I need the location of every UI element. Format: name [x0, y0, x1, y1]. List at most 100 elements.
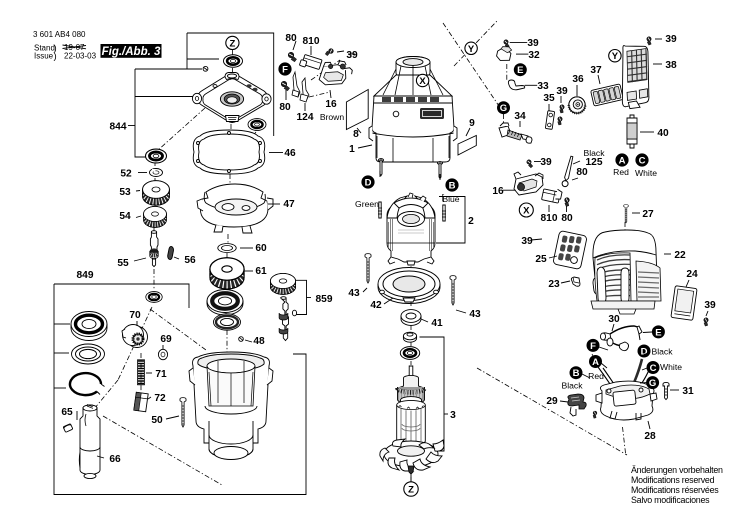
svg-text:16: 16: [492, 186, 504, 197]
svg-text:42: 42: [370, 300, 382, 311]
svg-text:Red: Red: [588, 371, 604, 381]
svg-text:35: 35: [543, 93, 555, 104]
svg-text:9: 9: [469, 118, 475, 129]
svg-text:Green: Green: [355, 199, 379, 209]
svg-text:39: 39: [556, 86, 568, 97]
svg-text:46: 46: [284, 148, 296, 159]
svg-text:28: 28: [644, 431, 656, 442]
svg-text:41: 41: [431, 318, 443, 329]
svg-text:39: 39: [346, 50, 358, 61]
svg-text:39: 39: [527, 38, 539, 49]
svg-text:D: D: [365, 178, 372, 189]
svg-text:56: 56: [184, 255, 196, 266]
svg-text:Z: Z: [408, 485, 414, 496]
svg-text:19-07: 19-07: [64, 43, 85, 52]
svg-text:C: C: [650, 363, 657, 374]
svg-text:16: 16: [325, 99, 337, 110]
svg-text:22-03-03: 22-03-03: [64, 52, 97, 61]
svg-text:27: 27: [642, 209, 654, 220]
svg-text:25: 25: [535, 254, 547, 265]
svg-text:810: 810: [303, 36, 320, 47]
svg-text:71: 71: [155, 369, 167, 380]
svg-text:849: 849: [77, 270, 94, 281]
svg-text:G: G: [649, 378, 656, 389]
svg-text:Y: Y: [612, 51, 619, 62]
svg-text:55: 55: [117, 258, 129, 269]
svg-text:Red: Red: [613, 167, 629, 177]
svg-text:40: 40: [657, 128, 669, 139]
svg-text:47: 47: [283, 199, 295, 210]
svg-text:43: 43: [348, 288, 360, 299]
svg-text:White: White: [635, 168, 657, 178]
svg-text:65: 65: [61, 407, 73, 418]
svg-text:3 601 AB4 080: 3 601 AB4 080: [33, 30, 86, 39]
svg-text:Brown: Brown: [320, 112, 345, 122]
svg-text:125: 125: [586, 157, 603, 168]
svg-text:33: 33: [537, 81, 549, 92]
svg-text:80: 80: [279, 102, 291, 113]
svg-text:70: 70: [129, 310, 141, 321]
svg-text:Salvo modificaciones: Salvo modificaciones: [631, 495, 710, 505]
svg-text:1: 1: [349, 144, 355, 155]
svg-text:30: 30: [608, 314, 620, 325]
svg-text:23: 23: [548, 279, 560, 290]
svg-text:Blue: Blue: [442, 194, 459, 204]
svg-text:Fig./Abb. 3: Fig./Abb. 3: [102, 46, 161, 58]
svg-text:36: 36: [572, 74, 584, 85]
svg-text:32: 32: [528, 50, 540, 61]
svg-text:Issue: Issue: [34, 52, 54, 61]
svg-text:54: 54: [119, 211, 131, 222]
svg-text:34: 34: [514, 111, 526, 122]
svg-text:31: 31: [682, 386, 694, 397]
svg-text:29: 29: [546, 396, 558, 407]
svg-text:37: 37: [590, 65, 602, 76]
svg-text:810: 810: [541, 213, 558, 224]
svg-text:Änderungen vorbehalten: Änderungen vorbehalten: [631, 465, 723, 475]
svg-text:39: 39: [540, 157, 552, 168]
svg-text:72: 72: [154, 393, 166, 404]
svg-text:White: White: [660, 362, 682, 372]
svg-text:[: [: [442, 192, 445, 202]
svg-text:A: A: [619, 156, 626, 167]
svg-text:80: 80: [285, 33, 297, 44]
svg-text:E: E: [655, 327, 661, 338]
svg-text:3: 3: [450, 410, 456, 421]
svg-text:A: A: [592, 357, 599, 368]
svg-text:C: C: [639, 156, 646, 167]
svg-text:Black: Black: [651, 347, 673, 357]
svg-text:124: 124: [297, 112, 314, 123]
svg-text:X: X: [419, 76, 426, 87]
svg-text:50: 50: [151, 415, 163, 426]
svg-text:24: 24: [686, 269, 698, 280]
svg-text:F: F: [590, 341, 596, 352]
svg-text:E: E: [517, 65, 523, 76]
svg-text:53: 53: [119, 187, 131, 198]
svg-text:): ): [54, 51, 57, 62]
svg-text:Stand: Stand: [34, 44, 55, 53]
svg-text:): ): [54, 43, 57, 54]
svg-text:66: 66: [109, 454, 121, 465]
svg-text:61: 61: [255, 266, 267, 277]
svg-text:80: 80: [561, 213, 573, 224]
svg-text:844: 844: [110, 122, 127, 133]
svg-text:Black: Black: [561, 381, 583, 391]
svg-text:G: G: [500, 103, 507, 114]
svg-text:8: 8: [353, 129, 359, 140]
svg-text:Black: Black: [583, 148, 605, 158]
svg-text:43: 43: [469, 309, 481, 320]
svg-text:22: 22: [674, 250, 686, 261]
svg-text:80: 80: [576, 167, 588, 178]
svg-text:39: 39: [521, 236, 533, 247]
svg-text:D: D: [641, 347, 648, 358]
svg-text:69: 69: [160, 334, 172, 345]
svg-text:Modifications reserved: Modifications reserved: [631, 475, 715, 485]
svg-text:Modifications réservées: Modifications réservées: [631, 485, 719, 495]
svg-text:38: 38: [665, 60, 677, 71]
svg-text:39: 39: [665, 34, 677, 45]
svg-text:X: X: [523, 206, 530, 217]
svg-text:F: F: [282, 65, 288, 76]
svg-text:Y: Y: [468, 44, 475, 55]
svg-text:39: 39: [704, 300, 716, 311]
svg-text:B: B: [573, 368, 580, 379]
svg-text:859: 859: [316, 294, 333, 305]
